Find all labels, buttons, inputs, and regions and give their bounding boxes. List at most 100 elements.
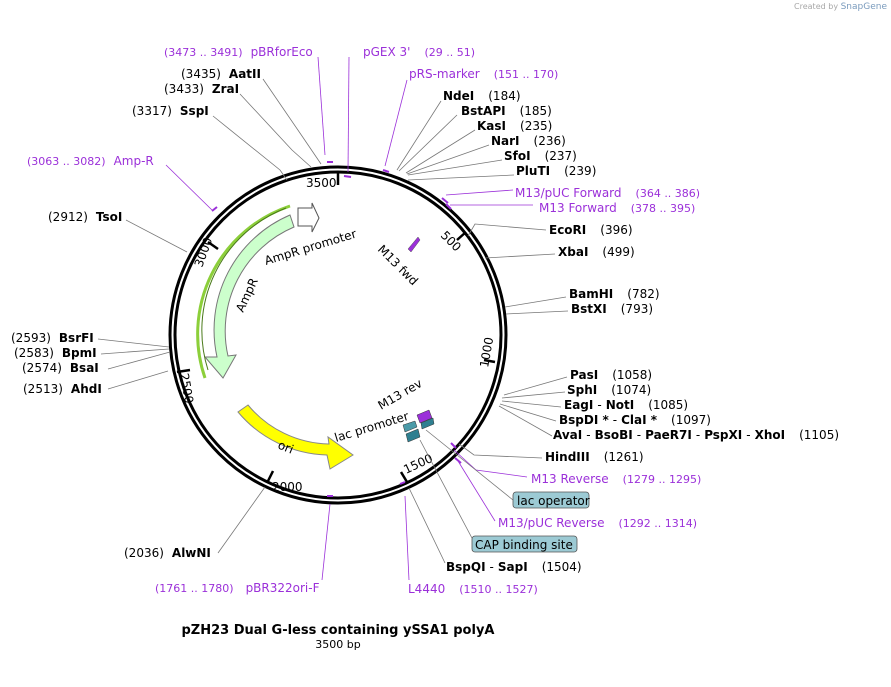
lac-operator-marker[interactable] — [402, 420, 418, 433]
leader-bsai — [107, 351, 171, 370]
tick-1000 — [483, 358, 496, 364]
primer-pbr322ori: (1761 .. 1780)pBR322ori-F — [155, 581, 320, 595]
leader-xbai — [484, 253, 556, 259]
leader-zrai — [239, 93, 312, 168]
primer-tick-m13puc-fwd — [441, 197, 449, 204]
ampr-label: AmpR — [233, 276, 261, 314]
site-alwni: (2036)AlwNI — [124, 546, 211, 560]
m13-fwd-label: M13 fwd — [375, 242, 421, 288]
cap-site-marker[interactable] — [405, 428, 421, 443]
site-pluti: PluTI(239) — [516, 164, 596, 178]
site-bstxi: BstXI(793) — [571, 302, 653, 316]
m13-fwd-marker[interactable] — [407, 236, 421, 253]
snapgene-credit: Created by SnapGene — [794, 2, 887, 12]
primer-amp-r: (3063 .. 3082)Amp-R — [27, 154, 154, 168]
site-bpmi: (2583)BpmI — [14, 346, 97, 360]
credit-brand: SnapGene — [840, 2, 887, 12]
leader-pbrforeco — [317, 56, 326, 156]
site-avai-group: AvaI-BsoBI-PaeR7I-PspXI-XhoI(1105) — [553, 428, 839, 442]
credit-prefix: Created by — [794, 2, 839, 11]
site-bstapi: BstAPI(185) — [461, 104, 552, 118]
leader-cap-site — [419, 439, 474, 541]
m13-rev-label: M13 rev — [376, 376, 425, 412]
tick-label-2000: 2000 — [272, 480, 303, 494]
ampr-promoter-arrow[interactable] — [297, 202, 320, 233]
ori-label: ori — [276, 438, 296, 457]
primer-tick-m13-rev — [450, 442, 457, 449]
leader-bspqi — [408, 487, 446, 564]
primer-l4440: L4440(1510 .. 1527) — [408, 582, 538, 596]
leader-eagi — [501, 400, 562, 408]
leader-pasi — [503, 376, 568, 396]
plasmid-title: pZH23 Dual G-less containing ySSA1 polyA — [182, 623, 495, 638]
leader-avai — [498, 405, 553, 437]
tick-3000 — [207, 240, 219, 251]
site-aatii: (3435)AatII — [181, 67, 261, 81]
site-sfoi: SfoI(237) — [504, 149, 577, 163]
site-sphi: SphI(1074) — [567, 383, 651, 397]
leader-ahdi — [107, 370, 169, 390]
leader-bpmi — [100, 348, 170, 355]
site-bamhi: BamHI(782) — [569, 287, 660, 301]
site-bspdi-clai: BspDI *-ClaI *(1097) — [559, 413, 711, 427]
primer-tick-l4440 — [399, 481, 406, 485]
site-ndei: NdeI(184) — [443, 89, 521, 103]
site-eagi-noti: EagI-NotI(1085) — [564, 398, 688, 412]
ori-feature-arrow[interactable] — [237, 404, 354, 470]
site-nari: NarI(236) — [491, 134, 566, 148]
leader-ndei — [396, 100, 442, 171]
leader-bstapi — [398, 114, 458, 172]
site-bsrfi: (2593)BsrFI — [11, 331, 94, 345]
primer-m13-fwd: M13 Forward(378 .. 395) — [539, 201, 695, 215]
leader-alwni — [217, 486, 266, 554]
lac-operator-label: lac operator — [517, 494, 590, 508]
site-xbai: XbaI(499) — [558, 245, 635, 259]
site-hindiii: HindIII(1261) — [545, 450, 644, 464]
leader-sphi — [501, 391, 566, 399]
leader-l4440 — [404, 495, 410, 581]
leader-m13puc-fwd — [445, 189, 514, 196]
site-kasi: KasI(235) — [477, 119, 552, 133]
tick-2500 — [176, 368, 191, 374]
leader-bsrfi — [97, 338, 170, 348]
leader-pgex3 — [347, 56, 350, 173]
tick-label-3500: 3500 — [306, 176, 337, 190]
leader-pbr322ori — [321, 503, 331, 581]
primer-prs-marker: pRS-marker(151 .. 170) — [409, 67, 558, 81]
ampr-feature-arrow[interactable] — [203, 214, 295, 379]
leader-sspi — [212, 115, 288, 181]
leader-aatii — [262, 78, 322, 165]
leader-amp-r — [165, 164, 214, 212]
tick-label-3000: 3000 — [192, 236, 216, 269]
tick-label-1500: 1500 — [401, 451, 435, 477]
leader-m13puc-rev — [457, 460, 496, 522]
m13-rev-marker[interactable] — [416, 409, 433, 424]
primer-m13puc-fwd: M13/pUC Forward(364 .. 386) — [515, 186, 700, 200]
leader-tsoi — [125, 219, 188, 253]
lac-promoter-marker[interactable] — [420, 417, 435, 430]
leader-nari — [406, 144, 490, 175]
leader-hindiii — [458, 443, 543, 459]
ampr-dark-edge — [201, 207, 287, 371]
lac-operator-box — [512, 491, 590, 509]
leader-bamhi — [504, 296, 567, 308]
leader-sfoi — [407, 159, 503, 176]
leader-bspdi — [499, 403, 557, 422]
leader-ecori — [467, 223, 547, 237]
plasmid-size: 3500 bp — [315, 638, 360, 651]
tick-label-1000: 1000 — [477, 336, 496, 369]
primer-tick-m13-fwd — [445, 203, 452, 210]
lac-promoter-label: lac promoter — [333, 409, 411, 445]
site-bsai: (2574)BsaI — [22, 361, 99, 375]
site-ecori: EcoRI(396) — [549, 223, 633, 237]
tick-1500 — [399, 471, 409, 483]
ampr-primer-band — [196, 204, 291, 379]
primer-pgex3: pGEX 3'(29 .. 51) — [363, 45, 475, 59]
leader-lac-operator — [425, 429, 514, 501]
primer-m13puc-rev: M13/pUC Reverse(1292 .. 1314) — [498, 516, 697, 530]
site-zrai: (3433)ZraI — [164, 82, 239, 96]
backbone-outer-ring — [168, 165, 508, 505]
primer-tick-prs-marker — [382, 169, 390, 173]
primer-tick-m13puc-rev — [454, 457, 462, 464]
